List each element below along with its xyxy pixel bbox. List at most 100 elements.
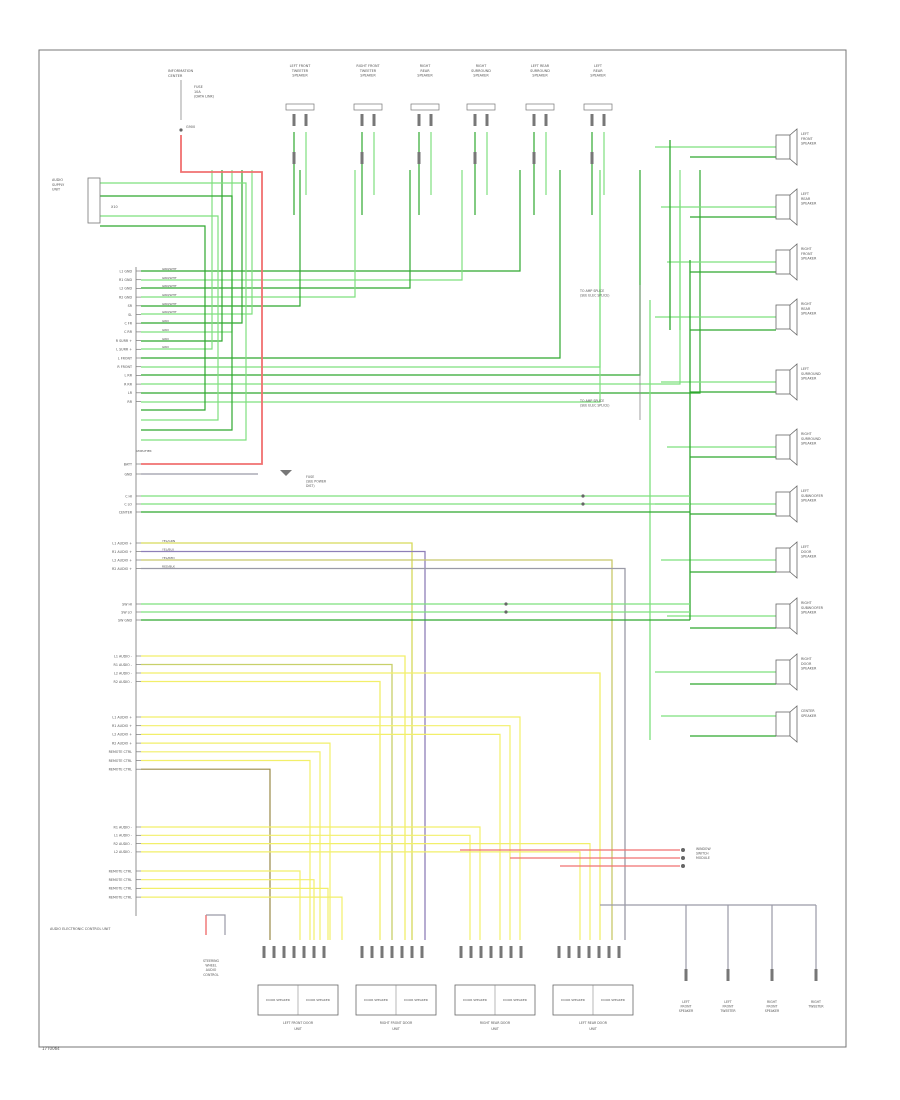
door-connector-pin [380,946,384,958]
right-speaker-body [775,194,791,220]
right-speaker-label-line: SPEAKER [801,499,817,503]
top-speaker-pin [544,114,548,126]
door-connector-pin [479,946,483,958]
splice-dot [581,502,585,506]
left-connector-code: X10 [111,205,118,209]
audio-plus-wire [141,559,613,940]
door-connector-pin [469,946,473,958]
door-connector-pin [410,946,414,958]
right-speaker-label-line: SPEAKER [801,611,817,615]
door-connector-pin [370,946,374,958]
footer-code: 17T0064 [42,1046,60,1051]
door-connector-pin [509,946,513,958]
bottom-right-label-line: SPEAKER [765,1009,780,1013]
right-speaker-label-line: FRONT [801,252,814,256]
ecu-pin-label: REMOTE CTRL [109,768,133,772]
door-left-label-line: DOOR SPEAKER [266,998,290,1002]
top-speaker-lower-pin [360,152,364,164]
door-connector-pin [272,946,276,958]
door-group-sub: UNIT [589,1027,597,1031]
left-connector-label-line: UNIT [52,188,61,192]
right-speaker-label-line: LEFT [801,192,810,196]
left-connector-body [87,177,101,224]
top-speaker-label-line: LEFT REAR [531,64,550,68]
green-bus-wire [141,170,223,342]
ecu-pin-label: R2 AUDIO + [112,567,132,571]
right-speaker-cone [789,597,798,635]
wire-code-label: YEL/RED [162,556,175,560]
ecu-pin-label: R FRONT [117,365,133,369]
ecu-pin-label: LR [128,391,133,395]
ecu-pin-label: SL [128,313,132,317]
right-speaker-label-line: SPEAKER [801,555,817,559]
top-speaker-body [353,103,383,111]
door-group-title: LEFT FRONT DOOR [283,1021,314,1025]
top-speaker-body [583,103,613,111]
diagram-border [38,49,847,1048]
right-speaker-label-line: CENTER [801,709,815,713]
green-bus-wire [141,170,243,324]
top-speaker-pin [292,114,296,126]
top-speaker-pin [532,114,536,126]
door-connector-pin [499,946,503,958]
top-speaker-label-line: SPEAKER [532,74,548,78]
remote-wire [141,742,331,940]
ecu-pin-label: L2 AUDIO + [112,733,132,737]
mid-splice-label-line: (SEE ELEC SPLICE) [580,404,610,408]
right-speaker-label-line: RIGHT [801,432,813,436]
fuse-symbol [280,470,292,476]
ecu-pin-label: L FRONT [118,356,133,360]
steering-module-label-line: CONTROL [203,973,219,977]
amp-divider-label: AMPLIFIER [136,449,152,453]
top-speaker-pin [485,114,489,126]
audio-minus-wire [141,680,381,940]
right-speaker-label-line: SPEAKER [801,312,817,316]
bottom-right-label-line: LEFT [724,1000,732,1004]
top-speaker-body [525,103,555,111]
bottom-right-pin [726,969,730,981]
door-connector-pin [587,946,591,958]
remote-wire [141,733,501,940]
right-speaker-cone [789,485,798,523]
right-speaker-label-line: FRONT [801,137,814,141]
top-speaker-pin [372,114,376,126]
audio-minus-wire [141,655,406,940]
door-group-title: LEFT REAR DOOR [579,1021,608,1025]
top-speaker-label-line: LEFT FRONT [290,64,312,68]
top-speaker-pin [304,114,308,126]
bottom-right-label-line: SPEAKER [679,1009,694,1013]
top-speaker-label-line: TWEETER [359,69,377,73]
right-speaker-label-line: SUBWOOFER [801,494,824,498]
top-speaker-body [466,103,496,111]
right-speaker-body [775,434,791,460]
top-speaker-label-line: SPEAKER [417,74,433,78]
bottom-right-label-line: FRONT [767,1005,778,1009]
ecu-pin-label: L RR [125,374,133,378]
right-speaker-body [775,711,791,737]
splice-dot [504,610,508,614]
door-connector-pin [519,946,523,958]
right-speaker-label-line: RIGHT [801,247,813,251]
right-speaker-label-line: SURROUND [801,372,821,376]
right-speaker-cone [789,653,798,691]
top-speaker-label-line: REAR [593,69,603,73]
door-connector-pin [489,946,493,958]
left-connector-label-line: SUPPLY [52,183,65,187]
ecu-pin-label: SW HI [122,602,132,606]
ecu-pin-label: REMOTE CTRL [109,887,133,891]
ecu-pin-label: REMOTE CTRL [109,750,133,754]
ecu-pin-label: REMOTE CTRL [109,869,133,873]
door-right-label-line: DOOR SPEAKER [404,998,428,1002]
right-speaker-cone [789,188,798,226]
ecu-pin-label: SW LO [121,610,132,614]
feeder-wire [100,225,206,411]
right-speaker-cone [789,243,798,281]
remote-wire [141,725,511,940]
top-speaker-label-line: RIGHT FRONT [356,64,380,68]
green-bus-wire [141,170,641,376]
ecu-pin-label: R SURR + [116,339,132,343]
door-group-sub: UNIT [491,1027,499,1031]
right-note-line: SWITCH [696,852,709,856]
top-speaker-pin [429,114,433,126]
